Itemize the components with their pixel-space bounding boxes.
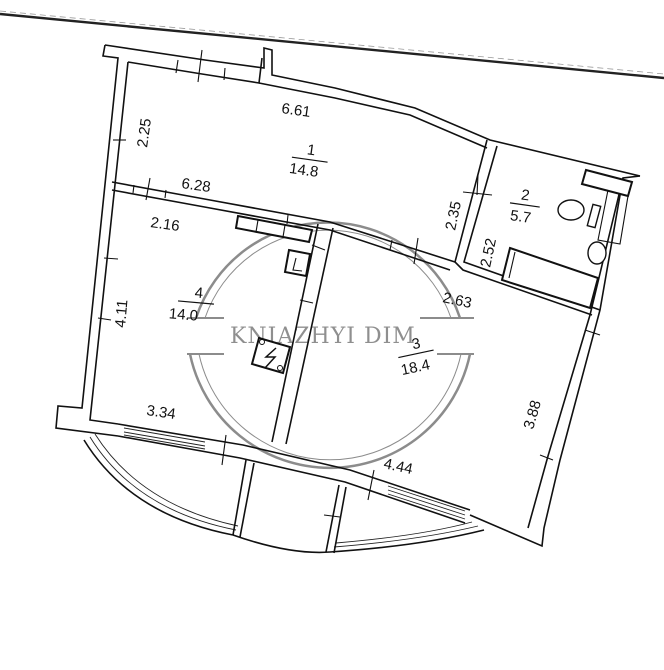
svg-text:2: 2 bbox=[520, 186, 531, 204]
svg-text:3.34: 3.34 bbox=[145, 402, 176, 423]
svg-text:3.88: 3.88 bbox=[521, 398, 545, 431]
svg-text:2.16: 2.16 bbox=[149, 214, 180, 235]
watermark: KNIAZHYI DIM bbox=[187, 221, 474, 470]
svg-text:2.63: 2.63 bbox=[441, 289, 473, 312]
room-1-label: 1 14.8 bbox=[288, 141, 328, 181]
svg-text:14.0: 14.0 bbox=[168, 305, 199, 324]
svg-text:5.7: 5.7 bbox=[509, 207, 532, 227]
svg-text:3: 3 bbox=[410, 335, 422, 353]
fixtures bbox=[234, 168, 634, 375]
sink-icon bbox=[587, 241, 607, 265]
facade-line bbox=[0, 10, 664, 80]
room-2-label: 2 5.7 bbox=[509, 186, 540, 227]
room-labels: 1 14.8 2 5.7 3 18.4 4 14.0 bbox=[168, 141, 540, 379]
toilet-icon bbox=[557, 199, 602, 229]
svg-text:4.11: 4.11 bbox=[112, 299, 131, 328]
balcony bbox=[83, 427, 485, 554]
svg-text:2.25: 2.25 bbox=[134, 117, 155, 148]
svg-text:4.44: 4.44 bbox=[382, 455, 414, 478]
svg-text:2.35: 2.35 bbox=[442, 200, 465, 232]
room-3-label: 3 18.4 bbox=[398, 335, 434, 379]
svg-text:18.4: 18.4 bbox=[399, 356, 431, 379]
bathtub-icon bbox=[500, 246, 600, 310]
svg-text:6.61: 6.61 bbox=[280, 100, 311, 121]
svg-text:6.28: 6.28 bbox=[180, 175, 211, 196]
electrical-panel-icon bbox=[250, 336, 292, 375]
svg-text:4: 4 bbox=[194, 284, 204, 302]
interior-walls bbox=[111, 139, 601, 524]
dimension-labels: 6.61 2.25 6.28 2.16 2.35 2.52 2.63 4.11 … bbox=[112, 100, 545, 478]
svg-text:2.52: 2.52 bbox=[477, 237, 500, 269]
svg-text:1: 1 bbox=[306, 141, 317, 159]
stove-icon bbox=[234, 214, 314, 244]
svg-text:14.8: 14.8 bbox=[288, 160, 319, 181]
room-4-label: 4 14.0 bbox=[168, 284, 214, 325]
